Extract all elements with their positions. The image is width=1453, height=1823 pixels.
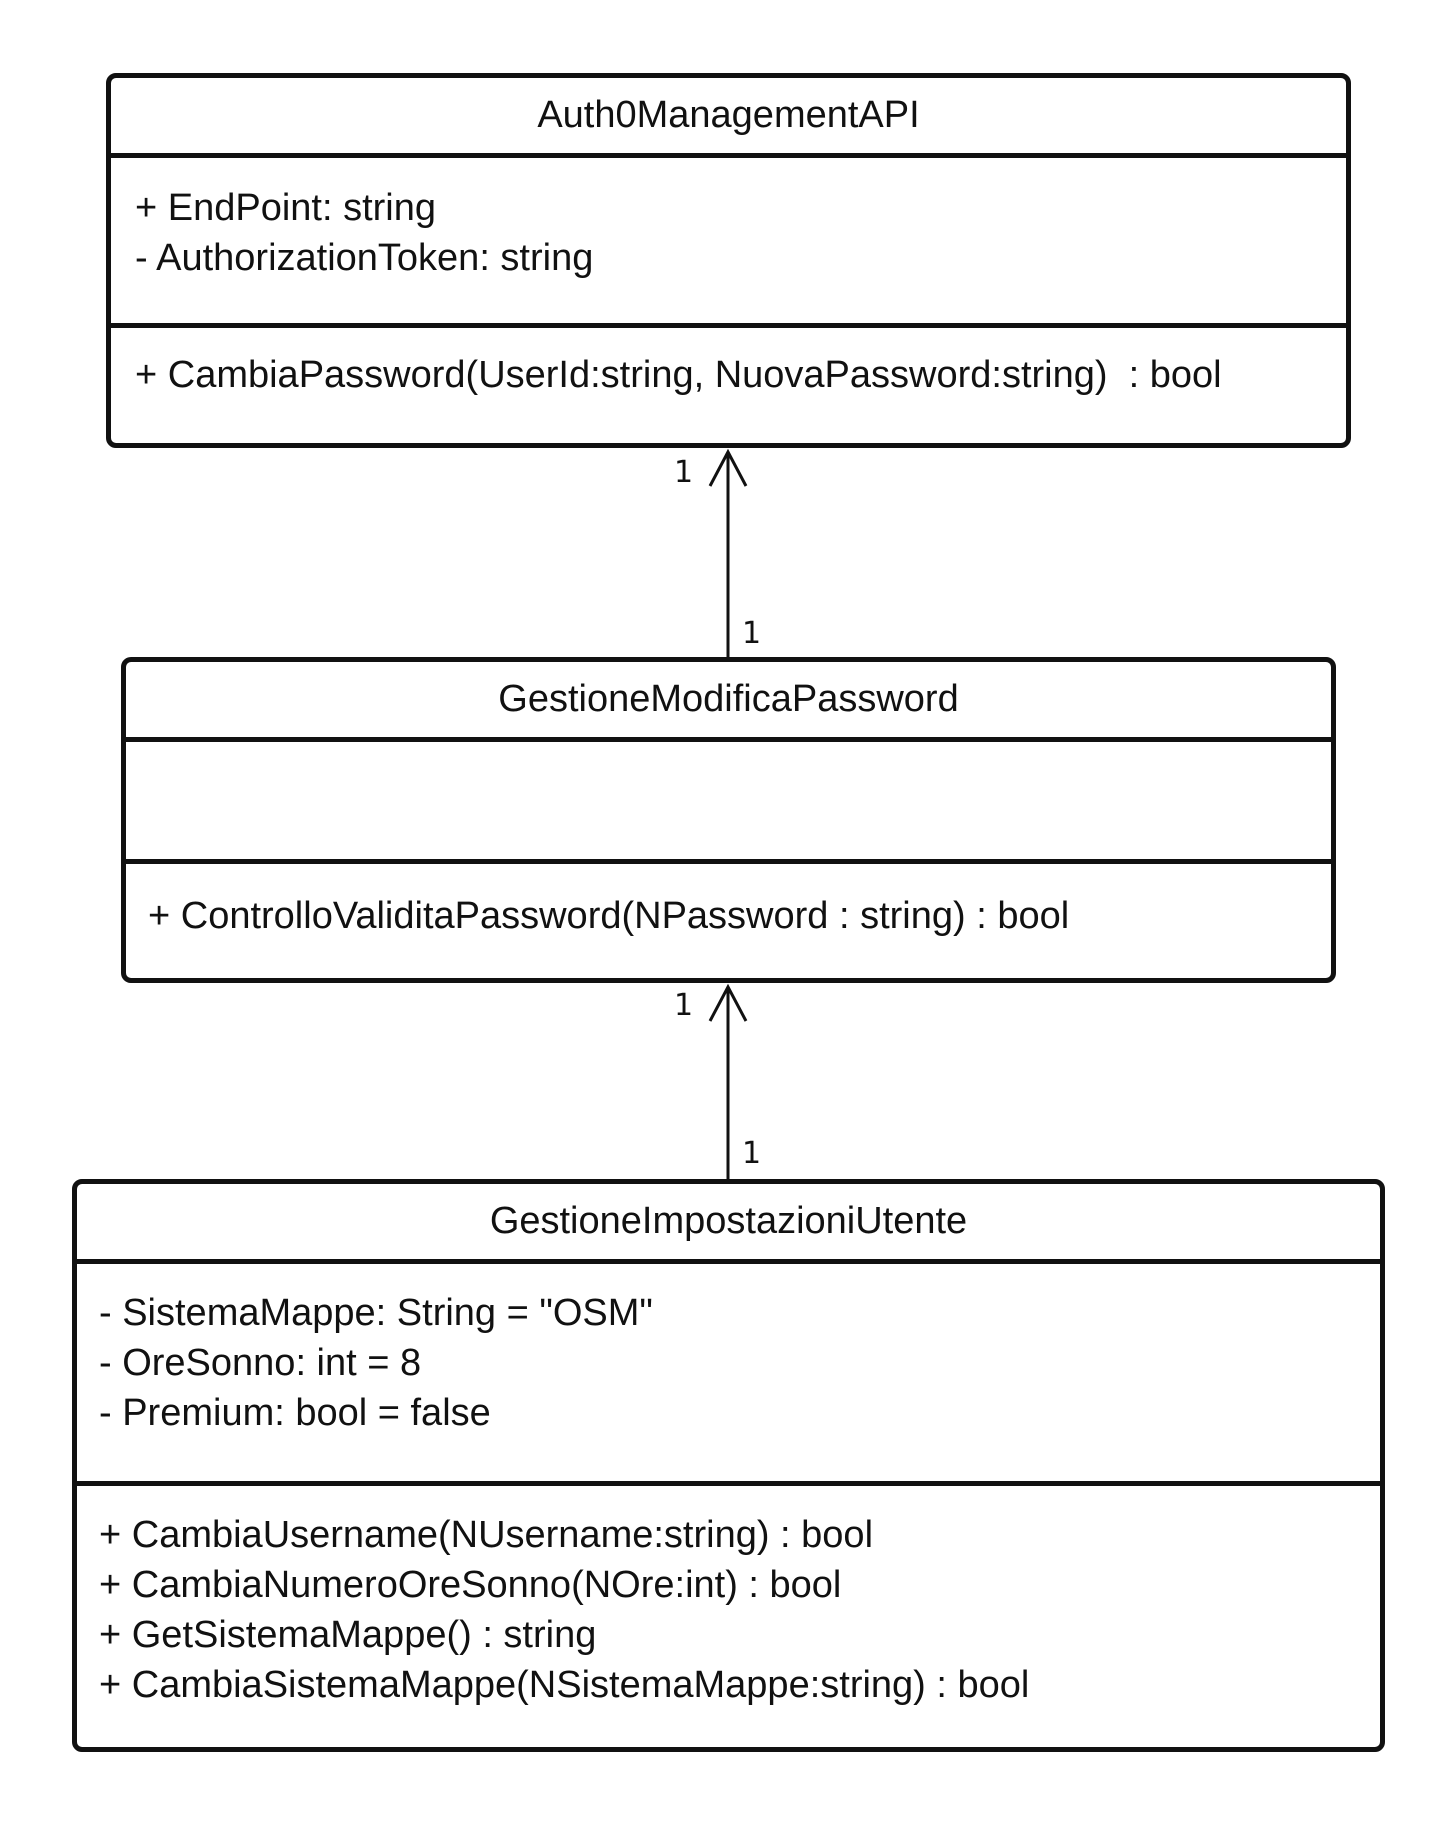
operation: + GetSistemaMappe() : string — [99, 1614, 597, 1656]
operations-compartment: + ControlloValiditaPassword(NPassword : … — [126, 864, 1331, 941]
open-arrowhead-icon — [708, 983, 748, 1022]
operation: + CambiaNumeroOreSonno(NOre:int) : bool — [99, 1564, 842, 1606]
class-gestionemodificapassword[interactable]: GestioneModificaPassword + ControlloVali… — [121, 657, 1336, 983]
class-name: GestioneImpostazioniUtente — [77, 1184, 1380, 1264]
source-multiplicity: 1 — [742, 616, 761, 651]
operation: + CambiaSistemaMappe(NSistemaMappe:strin… — [99, 1664, 1030, 1706]
attributes-compartment: - SistemaMappe: String = "OSM" - OreSonn… — [77, 1264, 1380, 1486]
source-multiplicity: 1 — [742, 1136, 761, 1171]
operation: + CambiaPassword(UserId:string, NuovaPas… — [135, 354, 1222, 396]
association-gestioneimpostazioniutente-to-gestionemodificapassword[interactable]: 1 1 — [674, 983, 761, 1179]
attribute: - SistemaMappe: String = "OSM" — [99, 1292, 653, 1334]
attribute: - AuthorizationToken: string — [135, 237, 594, 279]
attribute: - Premium: bool = false — [99, 1392, 491, 1434]
class-name: GestioneModificaPassword — [126, 662, 1331, 742]
attributes-compartment — [126, 742, 1331, 864]
operations-compartment: + CambiaUsername(NUsername:string) : boo… — [77, 1486, 1380, 1710]
class-name: Auth0ManagementAPI — [111, 78, 1346, 158]
association-gestionemodificapassword-to-auth0managementapi[interactable]: 1 1 — [674, 448, 761, 657]
target-multiplicity: 1 — [674, 455, 693, 490]
class-gestioneimpostazioniutente[interactable]: GestioneImpostazioniUtente - SistemaMapp… — [72, 1179, 1385, 1752]
operation: + ControlloValiditaPassword(NPassword : … — [148, 895, 1070, 937]
attribute: + EndPoint: string — [135, 187, 437, 229]
operation: + CambiaUsername(NUsername:string) : boo… — [99, 1514, 874, 1556]
target-multiplicity: 1 — [674, 988, 693, 1023]
attribute: - OreSonno: int = 8 — [99, 1342, 422, 1384]
operations-compartment: + CambiaPassword(UserId:string, NuovaPas… — [111, 328, 1346, 400]
class-auth0managementapi[interactable]: Auth0ManagementAPI + EndPoint: string - … — [106, 73, 1351, 448]
attributes-compartment: + EndPoint: string - AuthorizationToken:… — [111, 158, 1346, 328]
open-arrowhead-icon — [708, 448, 748, 487]
